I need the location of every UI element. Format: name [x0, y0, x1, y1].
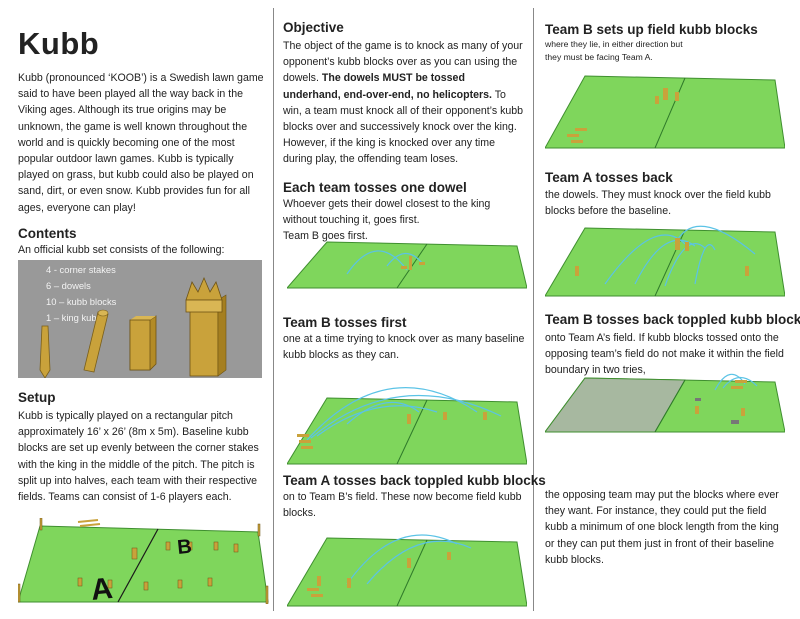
team-b-first-text: one at a time trying to knock over as ma… — [283, 333, 525, 362]
team-b-back-toppled-diagram — [545, 373, 785, 433]
team-b-sets-up-diagram — [545, 75, 785, 149]
column-left: Kubb Kubb (pronounced ‘KOOB’) is a Swedi… — [18, 0, 269, 619]
corner-stake-piece — [39, 325, 51, 378]
setup-text: Kubb is typically played on a rectangula… — [18, 410, 259, 504]
kubb-set-image: 4 - corner stakes 6 – dowels 10 – kubb b… — [18, 260, 262, 378]
team-a-back-toppled-diagram — [287, 534, 527, 607]
team-a-tosses-back-diagram — [545, 225, 785, 297]
column-divider-right — [533, 8, 534, 611]
objective-text: The object of the game is to knock as ma… — [283, 40, 524, 166]
team-a-tosses-back-text: the dowels. They must knock over the fie… — [545, 189, 771, 218]
intro-text: Kubb (pronounced ‘KOOB’) is a Swedish la… — [18, 72, 264, 214]
column-right: Team B sets up field kubb blocks where t… — [545, 0, 800, 619]
team-b-sets-up-heading: Team B sets up field kubb blocks — [545, 22, 758, 37]
list-item: 4 - corner stakes — [46, 264, 116, 275]
contents-text: An official kubb set consists of the fol… — [18, 244, 225, 256]
list-item: 6 – dowels — [46, 280, 91, 291]
team-a-back-toppled-text: on to Team B’s field. These now become f… — [283, 491, 522, 520]
each-team-diagram — [287, 241, 527, 289]
label-a: A — [89, 572, 114, 604]
team-b-first-diagram — [287, 387, 527, 465]
contents-heading: Contents — [18, 226, 77, 241]
column-divider-left — [273, 8, 274, 611]
team-b-first-heading: Team B tosses first — [283, 315, 407, 330]
list-item: 10 – kubb blocks — [46, 296, 117, 307]
objective-heading: Objective — [283, 20, 344, 35]
king-kubb-piece — [185, 276, 227, 377]
page-title: Kubb — [18, 26, 100, 61]
kubb-block-piece — [129, 315, 157, 371]
kubb-set-list: 4 - corner stakes 6 – dowels 10 – kubb b… — [46, 262, 116, 326]
list-item: 1 – king kubb — [46, 312, 102, 323]
team-b-sets-up-text: where they lie, in either direction but … — [545, 39, 683, 63]
team-a-tosses-back-heading: Team A tosses back — [545, 170, 673, 185]
column-middle: Objective The object of the game is to k… — [283, 0, 546, 619]
kubb-set-pieces — [39, 276, 227, 378]
team-b-back-toppled-heading: Team B tosses back toppled kubb blocks — [545, 312, 800, 327]
each-team-text: Whoever gets their dowel closest to the … — [283, 198, 491, 243]
dowel-piece — [83, 309, 109, 373]
setup-pitch-diagram: A B — [18, 518, 269, 604]
team-b-back-toppled-text: onto Team A’s field. If kubb blocks toss… — [545, 332, 784, 377]
setup-heading: Setup — [18, 390, 56, 405]
team-b-back-toppled-text-2: the opposing team may put the blocks whe… — [545, 489, 779, 566]
team-a-back-toppled-heading: Team A tosses back toppled kubb blocks — [283, 473, 546, 488]
each-team-heading: Each team tosses one dowel — [283, 180, 467, 195]
label-b: B — [176, 536, 193, 559]
